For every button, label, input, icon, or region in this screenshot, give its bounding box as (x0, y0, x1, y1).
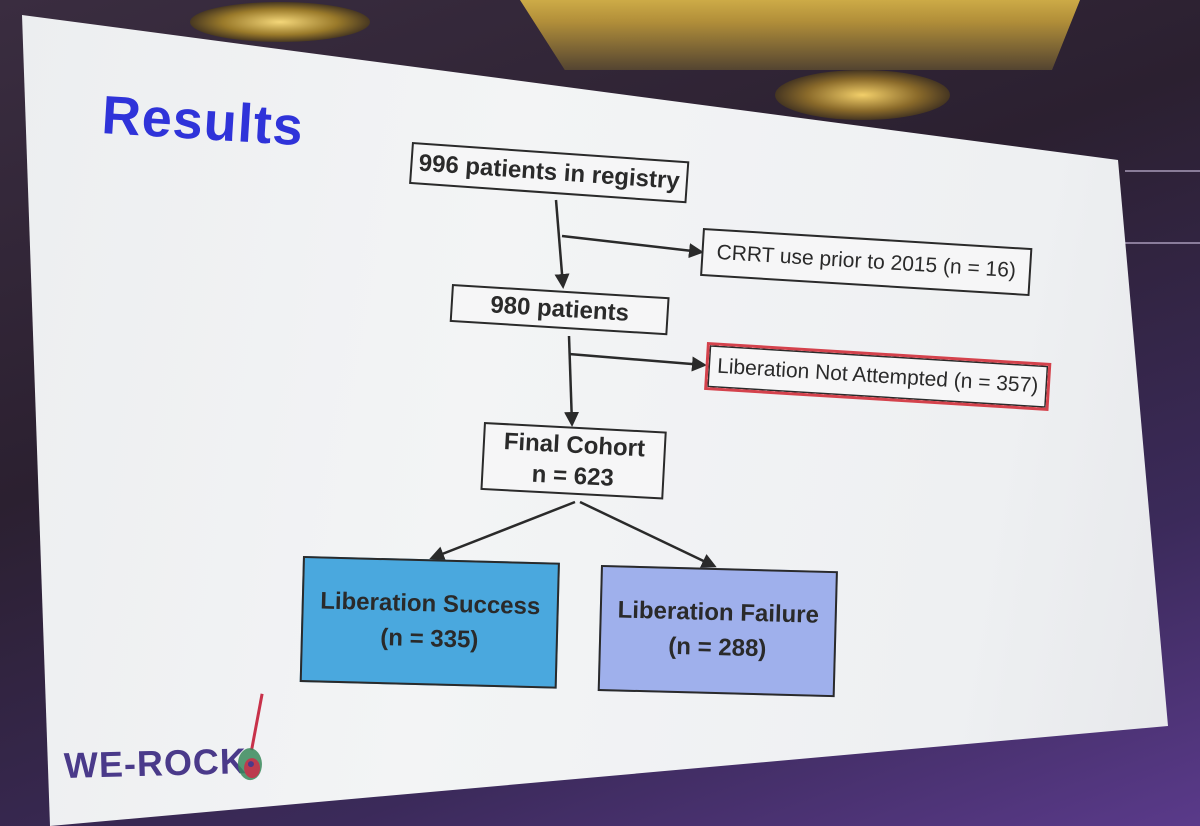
arrow-cohort-to-failure (579, 500, 717, 568)
stage-truss (1125, 170, 1200, 244)
slide-title: Results (100, 85, 306, 158)
final-cohort-count: n = 623 (531, 460, 615, 492)
arrow-to-crrt-exclusion (561, 234, 704, 259)
guitar-icon (237, 693, 264, 781)
ceiling-light-strip (520, 0, 1080, 70)
logo-text: WE-ROCK (63, 740, 248, 787)
success-label: Liberation Success (319, 587, 541, 621)
final-cohort-label: Final Cohort (503, 427, 646, 463)
arrow-to-liberation-exclusion (568, 352, 707, 372)
arrow-cohort-to-success (429, 500, 576, 561)
final-cohort-box: Final Cohort n = 623 (480, 422, 667, 500)
ceiling-light-right (775, 70, 950, 120)
failure-count: (n = 288) (668, 632, 767, 663)
arrow-registry-to-980 (554, 199, 570, 289)
arrow-980-to-cohort (564, 335, 580, 427)
ceiling-light-left (190, 2, 370, 42)
liberation-success-box: Liberation Success (n = 335) (299, 556, 560, 689)
success-count: (n = 335) (380, 624, 479, 654)
failure-label: Liberation Failure (617, 596, 820, 629)
liberation-failure-box: Liberation Failure (n = 288) (597, 565, 838, 698)
we-rock-logo: WE-ROCK (63, 693, 294, 795)
